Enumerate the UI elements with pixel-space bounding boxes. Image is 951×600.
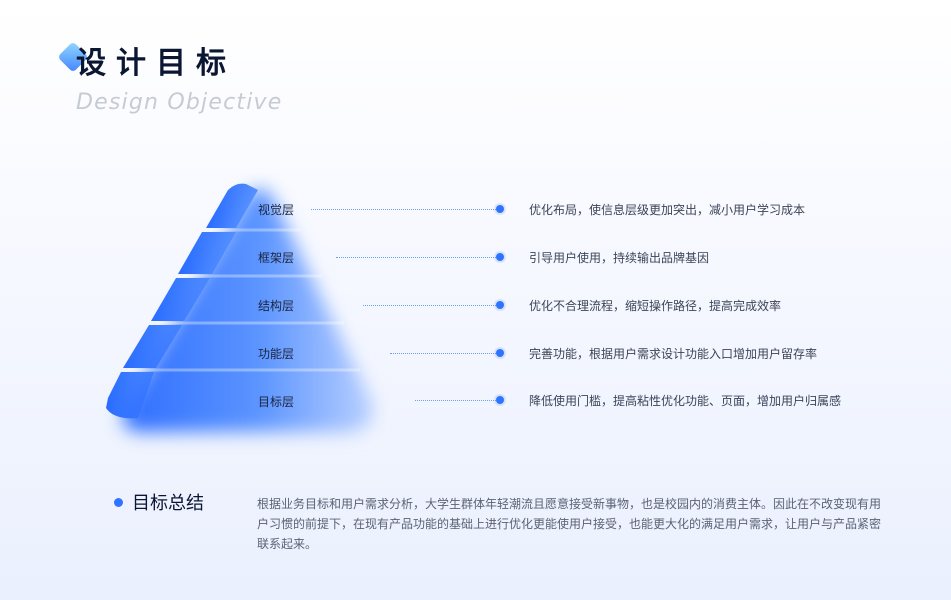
header: 设计目标 Design Objective [62,40,322,126]
connector-line [390,353,498,354]
connector-line [415,400,498,401]
layer-desc-framework: 引导用户使用，持续输出品牌基因 [529,249,709,266]
edge-band-4 [123,325,182,368]
layer-label-function: 功能层 [258,345,294,362]
connector-line [336,257,498,258]
pyramid-body [123,189,373,432]
layer-desc-structure: 优化不合理流程，缩短操作路径，提高完成效率 [529,297,781,314]
layer-desc-visual: 优化布局，使信息层级更加突出，减小用户学习成本 [529,201,805,218]
connector-line [311,209,498,210]
edge-band-2 [178,232,236,274]
edge-band-3 [151,278,210,321]
summary-bullet-icon [114,498,123,507]
connector-line [363,305,498,306]
page-subtitle: Design Objective [76,90,282,115]
connector-dot [496,205,504,213]
layer-label-framework: 框架层 [258,249,294,266]
summary-title: 目标总结 [132,489,204,515]
pyramid-edge-bands [106,184,258,419]
connector-dot [496,396,504,404]
summary-text: 根据业务目标和用户需求分析，大学生群体年轻潮流且愿意接受新事物，也是校园内的消费… [257,494,887,554]
page-title: 设计目标 [76,46,236,82]
layer-desc-goal: 降低使用门槛，提高粘性优化功能、页面，增加用户归属感 [529,392,841,409]
pyramid-separators [128,230,360,370]
connector-dot [496,349,504,357]
connector-dot [496,253,504,261]
edge-band-1 [206,184,258,228]
edge-band-5 [106,372,154,418]
layer-label-structure: 结构层 [258,297,294,314]
layer-label-visual: 视觉层 [258,201,294,218]
connector-dot [496,301,504,309]
layer-label-goal: 目标层 [258,393,294,410]
layer-desc-function: 完善功能，根据用户需求设计功能入口增加用户留存率 [529,345,817,362]
